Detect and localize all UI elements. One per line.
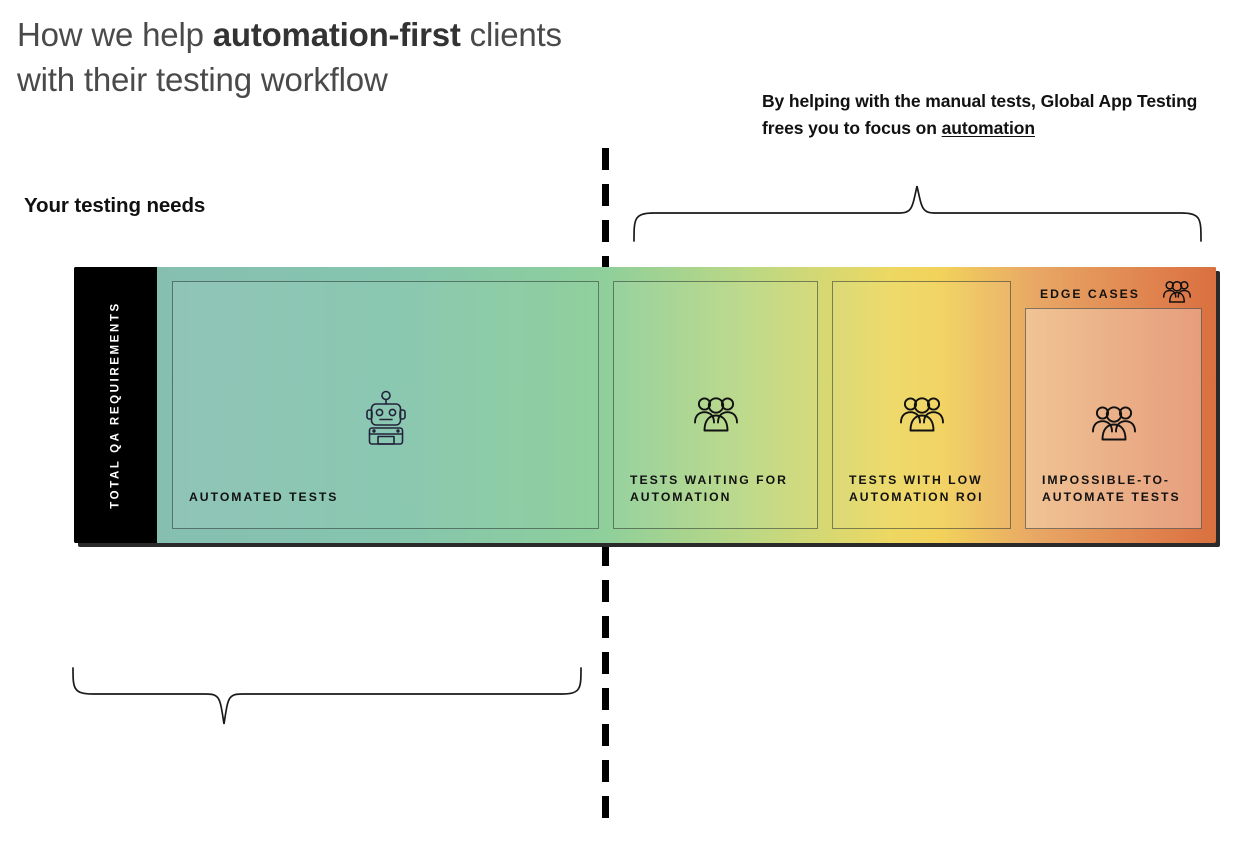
- edge-cases-label: EDGE CASES: [1040, 286, 1140, 301]
- people-group-icon: [899, 394, 945, 437]
- robot-icon: [365, 390, 407, 451]
- total-qa-requirements-label: TOTAL QA REQUIREMENTS: [109, 301, 121, 509]
- headline-emphasis: automation-first: [212, 16, 461, 53]
- top-brace: [633, 185, 1202, 242]
- panels-gradient-track: AUTOMATED TESTS: [157, 267, 1216, 543]
- headline-line1-post: clients: [460, 16, 562, 53]
- edge-cases-header: EDGE CASES: [1040, 279, 1192, 308]
- panel-tests-with-low-automation-roi[interactable]: TESTS WITH LOW AUTOMATION ROI: [825, 267, 1018, 543]
- panel-tests-with-low-automation-roi-label: TESTS WITH LOW AUTOMATION ROI: [849, 473, 984, 504]
- total-qa-requirements-column: TOTAL QA REQUIREMENTS: [74, 267, 157, 543]
- panel-impossible-to-automate-tests[interactable]: EDGE CASES: [1018, 267, 1216, 543]
- people-group-icon: [693, 394, 739, 437]
- panel-tests-with-low-automation-roi-box: TESTS WITH LOW AUTOMATION ROI: [832, 281, 1011, 529]
- qa-requirements-bar: TOTAL QA REQUIREMENTS: [74, 267, 1216, 543]
- automation-link[interactable]: automation: [941, 118, 1035, 138]
- panel-impossible-to-automate-tests-label: IMPOSSIBLE-TO- AUTOMATE TESTS: [1042, 473, 1181, 504]
- people-group-icon: [1162, 279, 1192, 308]
- panel-automated-tests-label: AUTOMATED TESTS: [189, 490, 339, 504]
- headline-line1-pre: How we help: [17, 16, 213, 53]
- bottom-brace: [72, 667, 582, 725]
- panel-automated-tests[interactable]: AUTOMATED TESTS: [157, 267, 606, 543]
- panel-automated-tests-box: AUTOMATED TESTS: [172, 281, 599, 529]
- panel-impossible-to-automate-tests-box: IMPOSSIBLE-TO- AUTOMATE TESTS: [1025, 308, 1202, 529]
- people-group-icon: [1091, 403, 1137, 446]
- your-testing-needs-label: Your testing needs: [24, 194, 206, 217]
- panel-tests-waiting-for-automation-label: TESTS WAITING FOR AUTOMATION: [630, 473, 788, 504]
- panel-tests-waiting-for-automation[interactable]: TESTS WAITING FOR AUTOMATION: [606, 267, 825, 543]
- automation-focus-caption: By helping with the manual tests, Global…: [762, 88, 1232, 142]
- headline-line2: with their testing workflow: [17, 61, 388, 98]
- page-title: How we help automation-first clients wit…: [17, 12, 717, 102]
- automation-focus-caption-text: By helping with the manual tests, Global…: [762, 91, 1198, 138]
- panel-tests-waiting-for-automation-box: TESTS WAITING FOR AUTOMATION: [613, 281, 818, 529]
